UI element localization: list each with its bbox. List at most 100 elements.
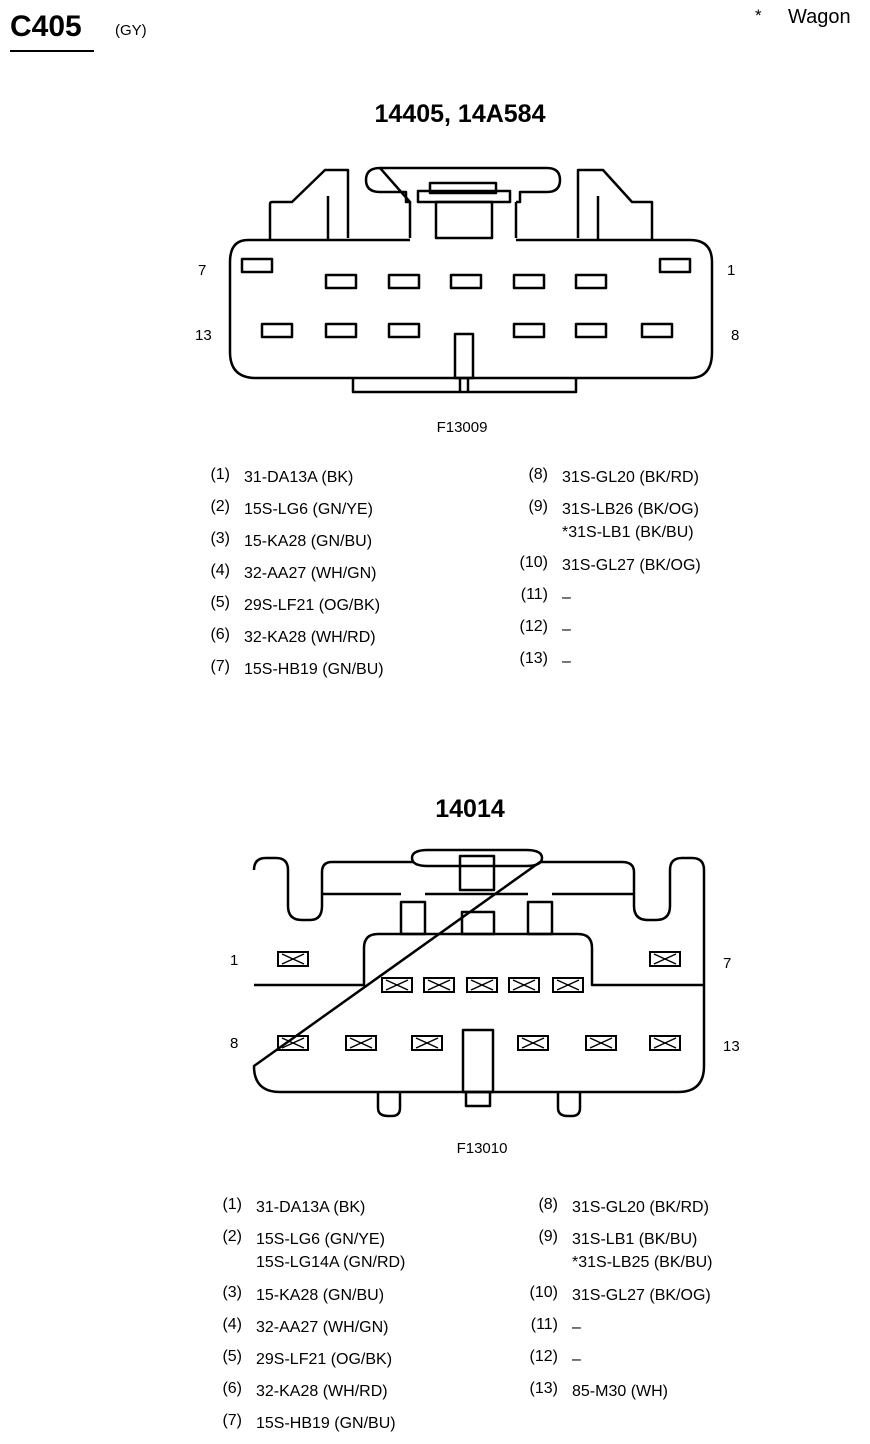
pin-row: (7) 15S-HB19 (GN/BU) [202, 1412, 396, 1435]
pin-circuit: 31S-LB1 (BK/BU)*31S-LB25 (BK/BU) [572, 1231, 713, 1271]
pin-number: (10) [519, 554, 548, 571]
c1-pin-label-bottom-left: 13 [195, 327, 212, 344]
pin-circuit: – [562, 621, 571, 638]
pin-number: (9) [538, 1228, 558, 1245]
pin-slot [277, 1035, 309, 1051]
pin-circuit: 31-DA13A (BK) [256, 1199, 366, 1216]
pin-circuit-alt: *31S-LB25 (BK/BU) [572, 1254, 713, 1271]
pin-slot [411, 1035, 443, 1051]
pin-circuit: 31S-LB26 (BK/OG)*31S-LB1 (BK/BU) [562, 501, 699, 541]
note-text: Wagon [788, 6, 851, 28]
pin-number: (4) [222, 1316, 242, 1333]
pin-number: (13) [519, 650, 548, 667]
pin-number: (5) [222, 1348, 242, 1365]
c1-figure-id: F13009 [436, 419, 488, 436]
pin-row: (8)31S-GL20 (BK/RD) [518, 1196, 709, 1219]
pin-row: (3) 15-KA28 (GN/BU) [202, 1284, 384, 1307]
pin-circuit: – [562, 589, 571, 606]
c2-pin-label-top-right: 7 [723, 955, 732, 972]
pin-number: (11) [520, 586, 548, 603]
pin-circuit: 15S-LG6 (GN/YE) [244, 501, 373, 518]
pin-circuit: – [572, 1319, 581, 1336]
pin-slot [649, 951, 681, 967]
pin-circuit: 32-AA27 (WH/GN) [244, 565, 377, 582]
pin-circuit: – [572, 1351, 581, 1368]
pin-row: (10)31S-GL27 (BK/OG) [518, 1284, 711, 1307]
pin-circuit-alt: *31S-LB1 (BK/BU) [562, 524, 694, 541]
pin-row: (12)– [508, 618, 571, 641]
pin-row: (7) 15S-HB19 (GN/BU) [190, 658, 384, 681]
pin-slot [517, 1035, 549, 1051]
pin-row: (11)– [508, 586, 571, 609]
pin-number: (3) [210, 530, 230, 547]
pin-row: (4) 32-AA27 (WH/GN) [202, 1316, 388, 1339]
pin-number: (3) [222, 1284, 242, 1301]
pin-number: (11) [530, 1316, 558, 1333]
pin-number: (10) [529, 1284, 558, 1301]
pin-number: (7) [210, 658, 230, 675]
c2-pin-label-top-left: 1 [230, 952, 239, 969]
pin-circuit: 32-AA27 (WH/GN) [256, 1319, 389, 1336]
pin-row: (11)– [518, 1316, 581, 1339]
c2-pin-label-bottom-right: 13 [723, 1038, 740, 1055]
pin-row: (2) 15S-LG6 (GN/YE)15S-LG14A (GN/RD) [202, 1228, 405, 1274]
pin-circuit: – [562, 653, 571, 670]
connector-id: C405 [10, 10, 82, 43]
pin-number: (12) [519, 618, 548, 635]
pin-circuit: 32-KA28 (WH/RD) [244, 629, 376, 646]
pin-row: (12)– [518, 1348, 581, 1371]
pin-slot [649, 1035, 681, 1051]
pin-number: (8) [538, 1196, 558, 1213]
pin-number: (6) [222, 1380, 242, 1397]
pin-row: (8) 31S-GL20 (BK/RD) [508, 466, 699, 489]
pin-number: (9) [528, 498, 548, 515]
pin-number: (7) [222, 1412, 242, 1429]
c2-figure-id: F13010 [456, 1140, 508, 1157]
pin-row: (6) 32-KA28 (WH/RD) [202, 1380, 388, 1403]
pin-circuit: 15-KA28 (GN/BU) [244, 533, 373, 550]
pin-row: (10) 31S-GL27 (BK/OG) [508, 554, 701, 577]
c1-pin-label-bottom-right: 8 [731, 327, 740, 344]
pin-row: (1)31-DA13A (BK) [202, 1196, 365, 1219]
pin-slot [277, 951, 309, 967]
pin-circuit: 31S-GL27 (BK/OG) [562, 557, 701, 574]
pin-row: (9) 31S-LB26 (BK/OG)*31S-LB1 (BK/BU) [508, 498, 699, 544]
pin-circuit: 15S-HB19 (GN/BU) [256, 1415, 396, 1432]
pin-circuit: 32-KA28 (WH/RD) [256, 1383, 388, 1400]
pin-row: (13) 85-M30 (WH) [518, 1380, 668, 1403]
pin-circuit: 15-KA28 (GN/BU) [256, 1287, 385, 1304]
pin-circuit-alt: 15S-LG14A (GN/RD) [256, 1254, 406, 1271]
pin-number: (2) [210, 498, 230, 515]
pin-number: (2) [222, 1228, 242, 1245]
pin-slot [423, 977, 455, 993]
pin-row: (1) 31-DA13A (BK) [190, 466, 353, 489]
pin-circuit: 31-DA13A (BK) [244, 469, 354, 486]
pin-circuit: 15S-LG6 (GN/YE)15S-LG14A (GN/RD) [256, 1231, 406, 1271]
pin-row: (4) 32-AA27 (WH/GN) [190, 562, 376, 585]
pin-slot [585, 1035, 617, 1051]
connector-1-title: 14405, 14A584 [374, 100, 546, 128]
pin-number: (5) [210, 594, 230, 611]
pin-row: (3) 15-KA28 (GN/BU) [190, 530, 372, 553]
pin-slot [345, 1035, 377, 1051]
pin-row: (9) 31S-LB1 (BK/BU)*31S-LB25 (BK/BU) [518, 1228, 713, 1274]
pin-row: (2) 15S-LG6 (GN/YE) [190, 498, 373, 521]
pin-row: (5)29S-LF21 (OG/BK) [190, 594, 380, 617]
pin-slot [552, 977, 584, 993]
pin-number: (13) [529, 1380, 558, 1397]
c2-pin-label-bottom-left: 8 [230, 1035, 239, 1052]
pin-slot [466, 977, 498, 993]
pin-circuit: 29S-LF21 (OG/BK) [256, 1351, 393, 1368]
pin-row: (5) 29S-LF21 (OG/BK) [202, 1348, 392, 1371]
c1-pin-label-top-right: 1 [727, 262, 736, 279]
pin-row: (13)– [508, 650, 571, 673]
pin-number: (1) [210, 466, 230, 483]
pin-circuit: 15S-HB19 (GN/BU) [244, 661, 384, 678]
pin-number: (8) [528, 466, 548, 483]
note-marker: * [755, 6, 762, 25]
pin-circuit: 85-M30 (WH) [572, 1383, 669, 1400]
pin-number: (6) [210, 626, 230, 643]
pin-circuit: 31S-GL20 (BK/RD) [562, 469, 699, 486]
pin-number: (4) [210, 562, 230, 579]
